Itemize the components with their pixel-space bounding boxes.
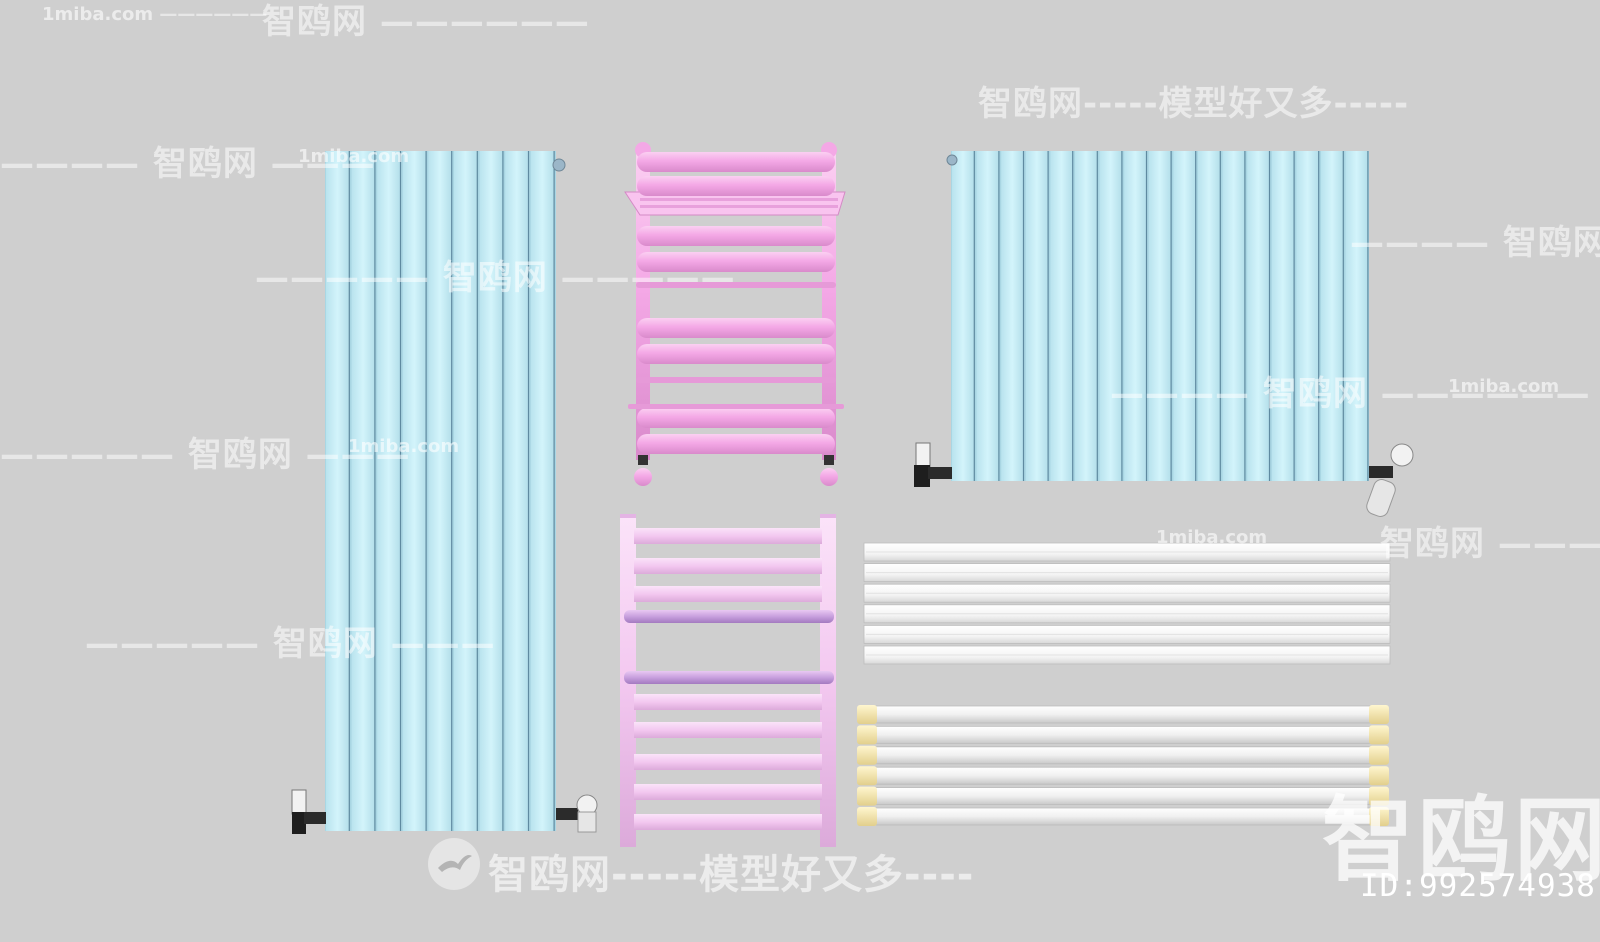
radiator-column xyxy=(326,151,349,831)
towel-rail-bar xyxy=(637,408,835,428)
radiator-column xyxy=(1025,151,1048,481)
radiator-column xyxy=(1050,151,1073,481)
radiator-tube xyxy=(857,746,1389,765)
seagull-icon xyxy=(438,855,472,872)
tube-end-cap xyxy=(1369,786,1389,806)
white-horizontal-flat-radiator xyxy=(863,542,1391,665)
towel-rail-bar xyxy=(637,318,835,338)
ladder-rung xyxy=(634,586,822,602)
radiator-column xyxy=(428,151,452,831)
radiator-column xyxy=(1321,151,1343,481)
radiator-column xyxy=(530,151,554,831)
pink-towel-rail-with-shelf xyxy=(624,142,846,486)
radiator-column xyxy=(402,151,426,831)
radiator-column xyxy=(1222,151,1245,481)
valve-left xyxy=(291,789,326,834)
tube-end-cap xyxy=(1369,766,1389,786)
towel-rail-bar xyxy=(637,434,835,454)
radiator-tube xyxy=(857,726,1389,744)
ladder-rung xyxy=(634,528,822,544)
watermark-logo xyxy=(428,838,480,890)
valve-left xyxy=(914,442,952,487)
tube-end-cap xyxy=(857,705,877,724)
ladder-rung xyxy=(634,784,822,800)
radiator-column xyxy=(1345,151,1368,481)
lilac-ladder-towel-rail xyxy=(620,514,836,847)
radiator-column xyxy=(1198,151,1220,481)
tube-end-cap xyxy=(857,766,877,786)
radiator-tube xyxy=(857,787,1389,805)
tube-end-cap xyxy=(1369,807,1389,826)
radiator-tube xyxy=(857,807,1389,826)
towel-rail-bar xyxy=(637,226,835,246)
radiator-column xyxy=(1271,151,1294,481)
radiator-column xyxy=(1124,151,1147,481)
wide-blue-column-radiator xyxy=(914,151,1414,517)
radiator-column xyxy=(1099,151,1122,481)
towel-rail-bar xyxy=(637,176,835,196)
ladder-rung xyxy=(634,694,822,710)
radiator-column xyxy=(1148,151,1171,481)
towel-rail-bar xyxy=(637,344,835,364)
tube-end-cap xyxy=(1369,725,1389,745)
tube-end-cap xyxy=(857,745,877,765)
ladder-rung xyxy=(634,754,822,770)
radiator-tube xyxy=(857,705,1389,724)
radiator-column xyxy=(952,151,974,481)
radiator-column xyxy=(1001,151,1024,481)
radiator-column xyxy=(1296,151,1319,481)
radiator-column xyxy=(1247,151,1270,481)
towel-rail-bar xyxy=(637,252,835,272)
tall-blue-column-radiator xyxy=(291,151,598,834)
radiator-column xyxy=(1075,151,1097,481)
tube-end-cap xyxy=(857,786,877,806)
ladder-rung xyxy=(634,722,822,738)
valve-right xyxy=(556,794,598,833)
radiator-column xyxy=(479,151,503,831)
white-horizontal-tube-radiator xyxy=(857,705,1389,826)
ladder-rung xyxy=(634,814,822,830)
radiator-tube xyxy=(857,766,1389,785)
ladder-rung xyxy=(634,558,822,574)
tube-end-cap xyxy=(857,807,877,826)
radiator-column xyxy=(351,151,375,831)
valve-right xyxy=(1366,443,1414,517)
tube-end-cap xyxy=(857,725,877,745)
radiator-column xyxy=(1173,151,1196,481)
towel-rail-bar xyxy=(637,152,835,172)
radiator-column xyxy=(377,151,401,831)
radiator-column xyxy=(976,151,999,481)
tube-end-cap xyxy=(1369,745,1389,765)
radiator-column xyxy=(454,151,477,831)
radiator-column xyxy=(505,151,529,831)
tube-end-cap xyxy=(1369,705,1389,724)
